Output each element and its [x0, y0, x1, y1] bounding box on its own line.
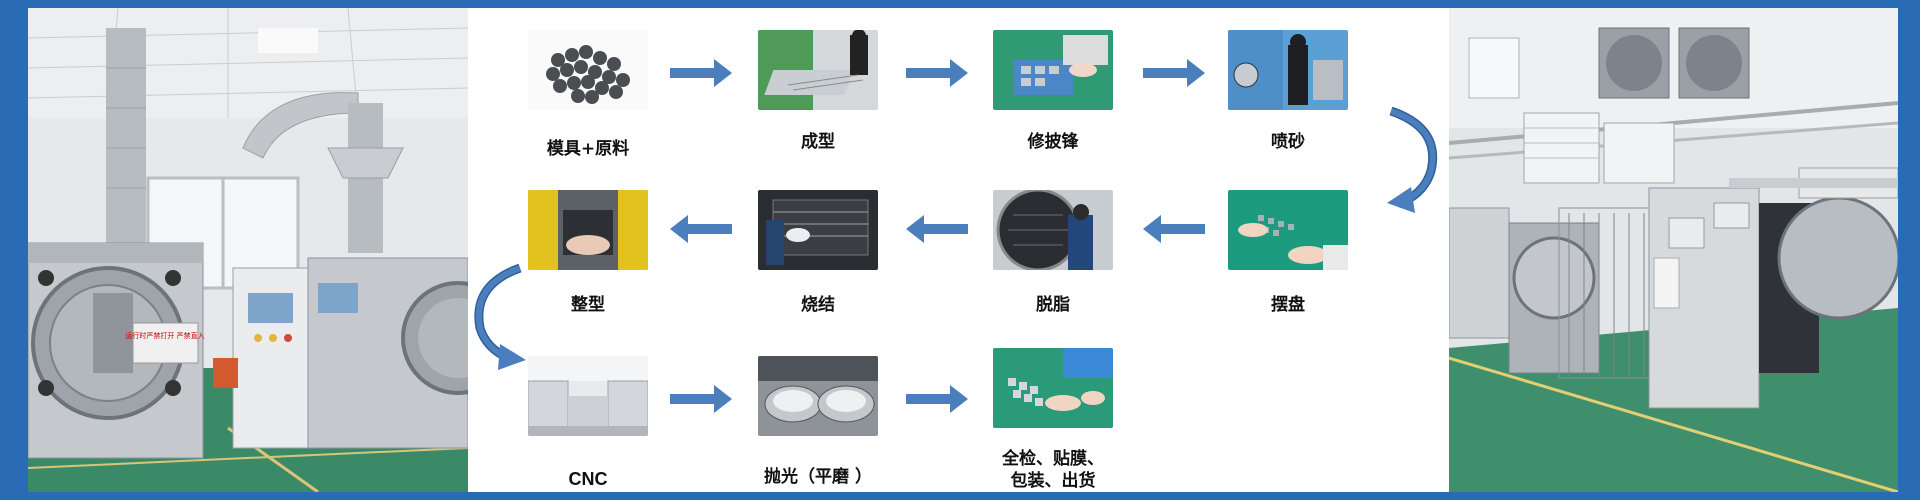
arrow-right-icon [906, 385, 968, 413]
arrow-left-icon [1143, 215, 1205, 243]
inspection-image [993, 348, 1113, 428]
step-label: 修披锋 [1027, 132, 1079, 152]
curved-arrow-down-icon [1387, 106, 1438, 213]
mold-material-image [528, 30, 648, 110]
arrow-left-icon [906, 215, 968, 243]
molding-image [758, 30, 878, 110]
reshaping-image [528, 190, 648, 270]
right-production-line-photo [1449, 8, 1898, 492]
sandblast-image [1228, 30, 1348, 110]
arrow-right-icon [906, 59, 968, 87]
step-label: 脱脂 [1036, 295, 1070, 315]
step-label: 全检、贴膜、 包装、出货 [963, 448, 1143, 492]
step-label: 模具+原料 [546, 139, 630, 159]
step-label-line2: 包装、出货 [1010, 471, 1096, 491]
tray-loading-image [1228, 190, 1348, 270]
polishing-image [758, 356, 878, 436]
arrow-right-icon [1143, 59, 1205, 87]
left-workshop-photo: 运行时严禁打开 严禁直入 [28, 8, 468, 492]
step-label: 抛光（平磨 ） [764, 467, 872, 487]
arrow-right-icon [670, 385, 732, 413]
arrow-left-icon [670, 215, 732, 243]
step-label-line1: 全检、贴膜、 [1002, 449, 1104, 469]
arrow-right-icon [670, 59, 732, 87]
step-label: 烧结 [801, 295, 835, 315]
step-label: 成型 [801, 132, 835, 152]
furnace-warning-sign: 运行时严禁打开 严禁直入 [125, 331, 204, 340]
curved-arrow-down-icon [474, 263, 526, 370]
step-label: CNC [568, 469, 608, 489]
cnc-image [528, 356, 648, 436]
process-flow-panel: 模具+原料 成型 修披锋 [468, 8, 1449, 492]
step-label: 摆盘 [1271, 295, 1305, 315]
deflash-image [993, 30, 1113, 110]
step-label: 喷砂 [1271, 132, 1305, 152]
sintering-image [758, 190, 878, 270]
step-label: 整型 [571, 295, 605, 315]
debinding-image [993, 190, 1113, 270]
